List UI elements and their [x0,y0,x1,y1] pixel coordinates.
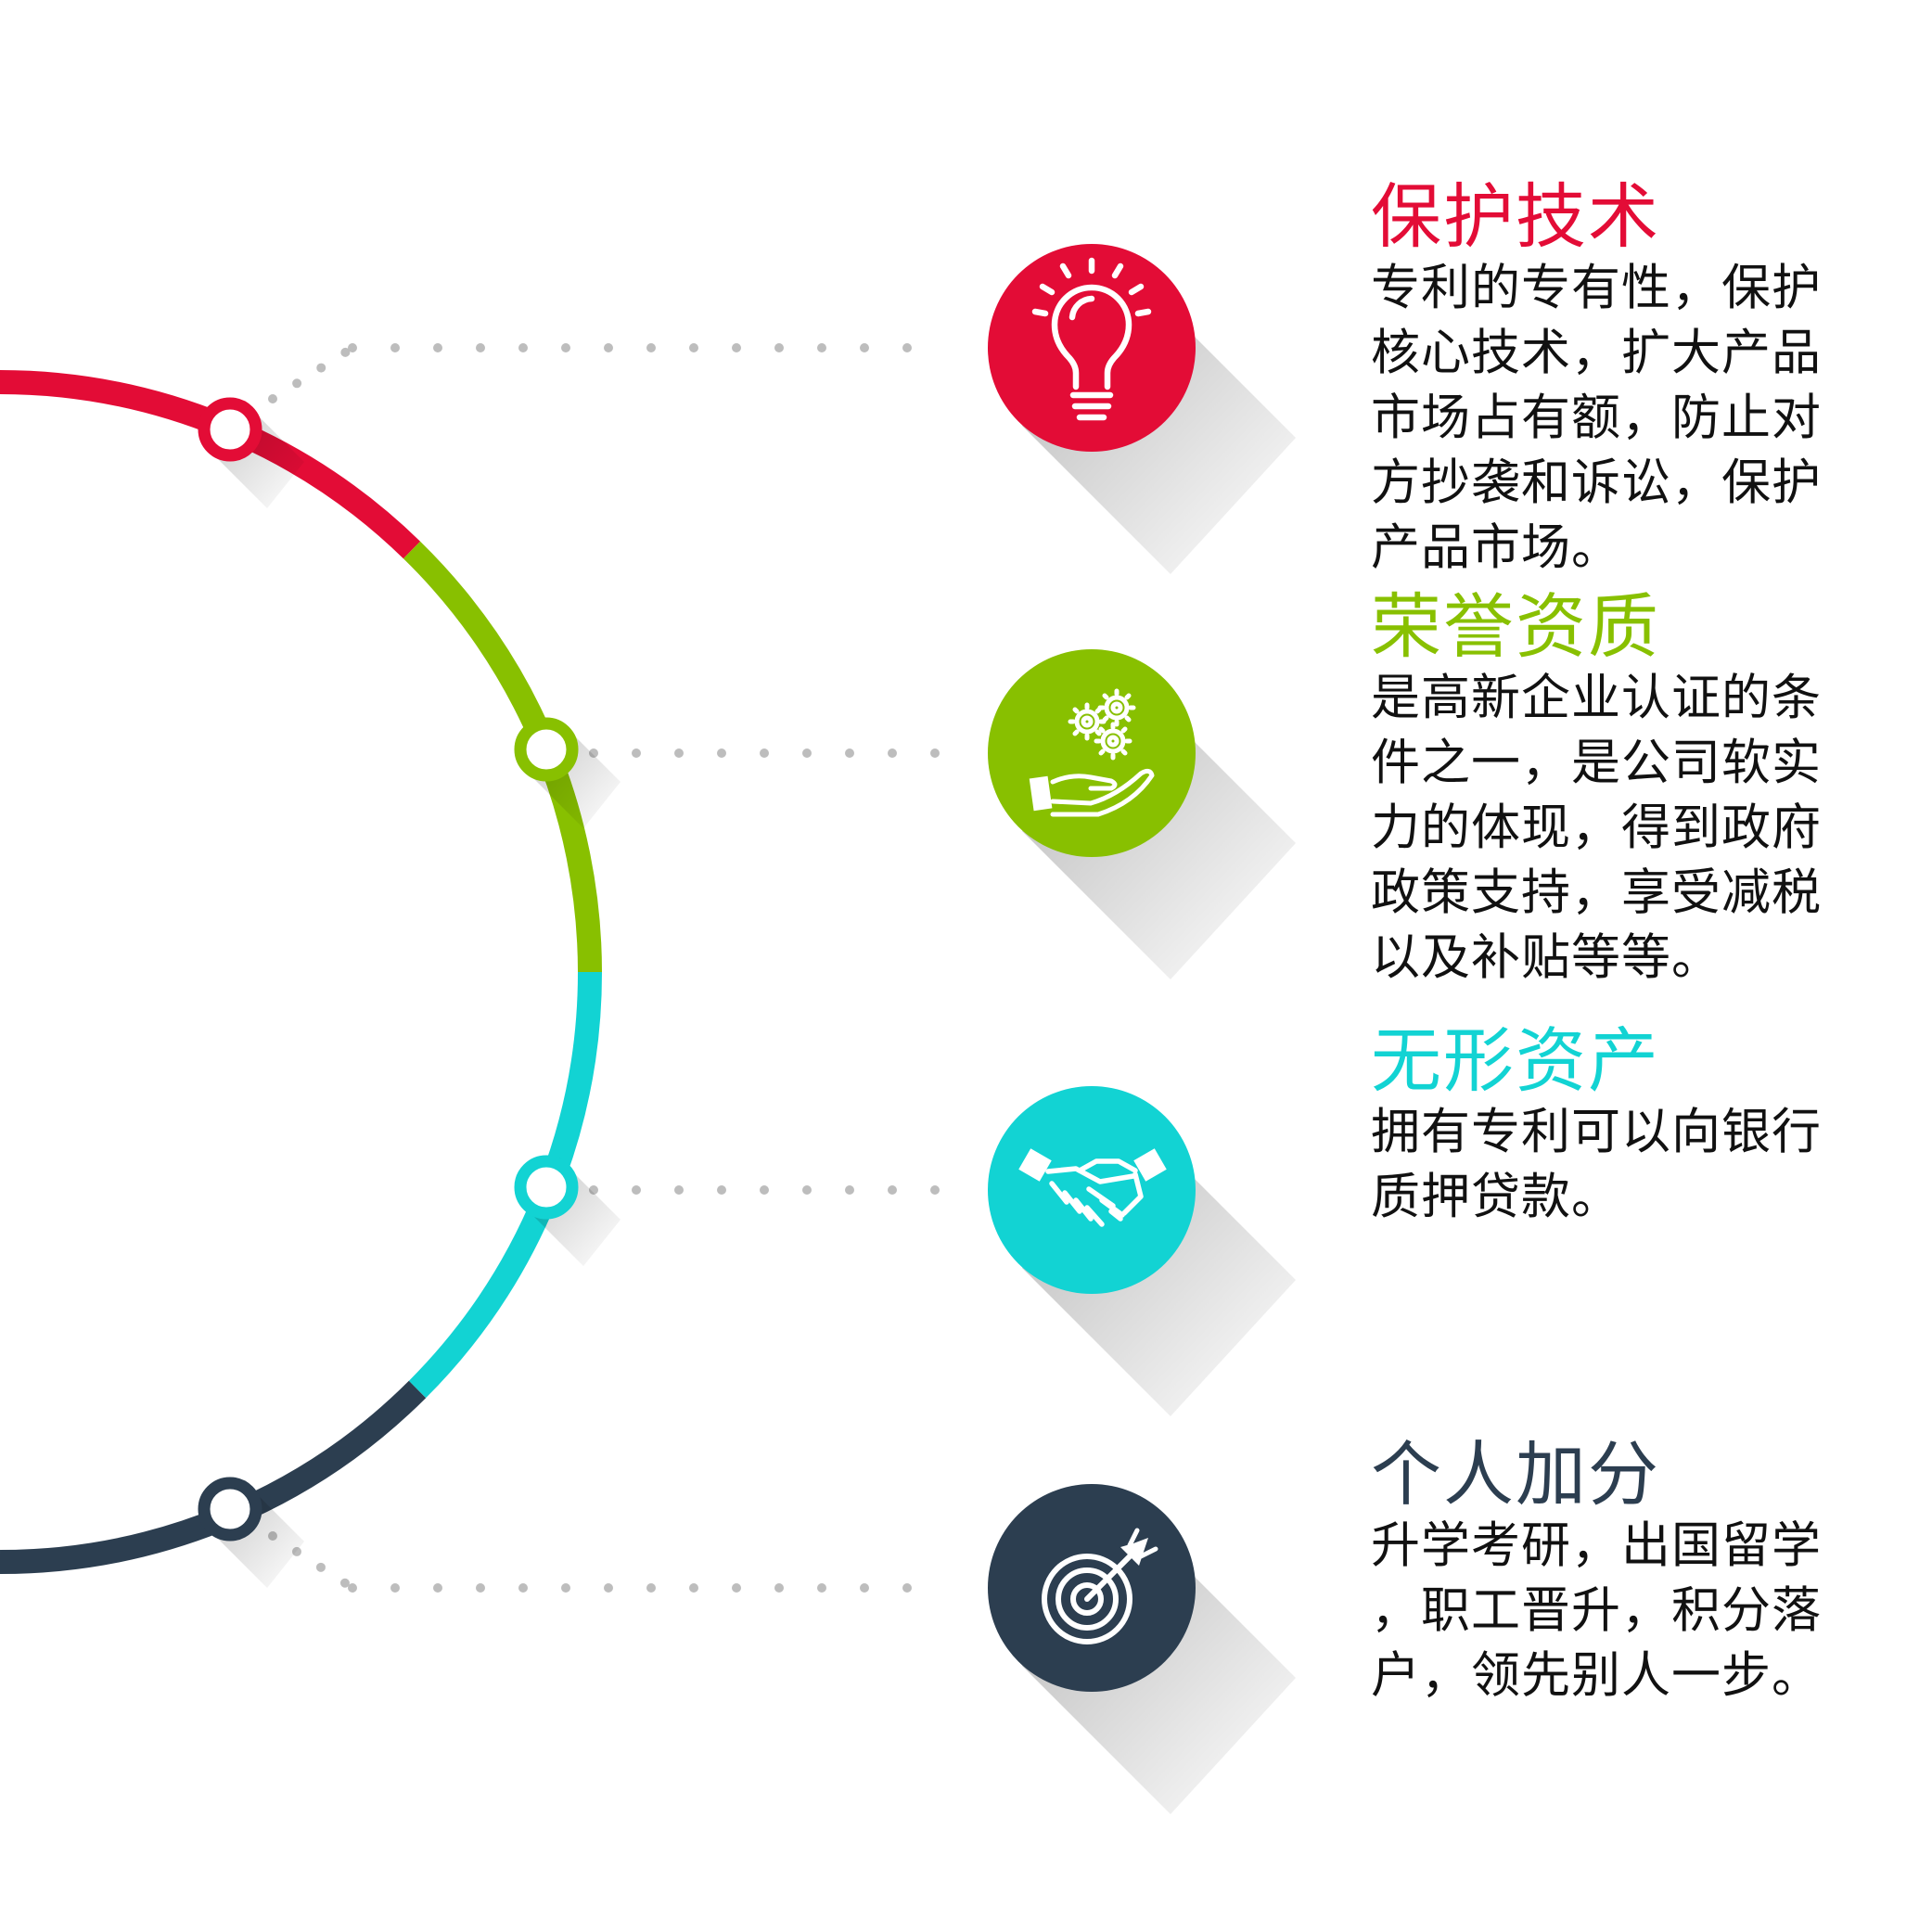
icon-circle-1 [988,244,1296,574]
item-title: 保护技术 [1371,175,1660,258]
handshake-icon [1018,1148,1167,1227]
body-line: 力的体现，得到政府 [1371,800,1822,856]
body-line: 方抄袭和诉讼，保护 [1371,454,1822,511]
body-line: ，职工晋升，积分落 [1371,1582,1822,1639]
body-line: 件之一，是公司软实 [1371,735,1822,791]
timeline-arc [0,370,603,1575]
item-body: 升学考研，出国留学 ，职工晋升，积分落 户，领先别人一步。 [1371,1514,1890,1708]
arc-segment-navy [0,1380,427,1575]
node-4 [198,1477,304,1588]
icon-circle-2 [988,649,1296,979]
lightbulb-icon [1031,257,1152,421]
item-body: 是高新企业认证的条 件之一，是公司软实 力的体现，得到政府 政策支持，享受减税 … [1371,666,1890,991]
body-line: 以及补贴等等。 [1371,929,1721,986]
body-line: 拥有专利可以向银行 [1371,1104,1822,1160]
body-line: 产品市场。 [1371,519,1621,576]
body-line: 专利的专有性，保护 [1371,260,1822,316]
gears-in-hand-icon [1029,688,1155,817]
text-block-protect-tech: 保护技术 专利的专有性，保护 核心技术，扩大产品 市场占有额，防止对 方抄袭和诉… [1371,178,1890,581]
item-body: 拥有专利可以向银行 质押贷款。 [1371,1100,1890,1230]
arc-segment-red [0,370,421,559]
body-line: 核心技术，扩大产品 [1371,325,1822,381]
arc-nodes [198,397,621,1588]
body-line: 质押贷款。 [1371,1169,1621,1225]
body-line: 市场占有额，防止对 [1371,390,1822,446]
body-line: 政策支持，享受减税 [1371,864,1822,921]
icon-circle-3 [988,1086,1296,1416]
item-title: 无形资产 [1371,1019,1660,1102]
connector-4 [268,1531,951,1593]
text-block-intangible-assets: 无形资产 拥有专利可以向银行 质押贷款。 [1371,1022,1890,1230]
node-1 [198,397,304,508]
node-3 [514,1155,621,1266]
item-body: 专利的专有性，保护 核心技术，扩大产品 市场占有额，防止对 方抄袭和诉讼，保护 … [1371,256,1890,581]
item-title: 荣誉资质 [1371,585,1660,668]
body-line: 户，领先别人一步。 [1371,1647,1822,1704]
icon-circle-4 [988,1484,1296,1814]
item-title: 个人加分 [1371,1433,1660,1516]
text-block-honors: 荣誉资质 是高新企业认证的条 件之一，是公司软实 力的体现，得到政府 政策支持，… [1371,588,1890,991]
node-2 [514,717,621,828]
connector-1 [268,343,951,403]
body-line: 升学考研，出国留学 [1371,1517,1822,1574]
connectors [268,343,951,1593]
body-line: 是高新企业认证的条 [1371,670,1822,726]
target-arrow-icon [1042,1528,1158,1644]
icon-circles [988,244,1296,1814]
text-block-personal-bonus: 个人加分 升学考研，出国留学 ，职工晋升，积分落 户，领先别人一步。 [1371,1436,1890,1708]
